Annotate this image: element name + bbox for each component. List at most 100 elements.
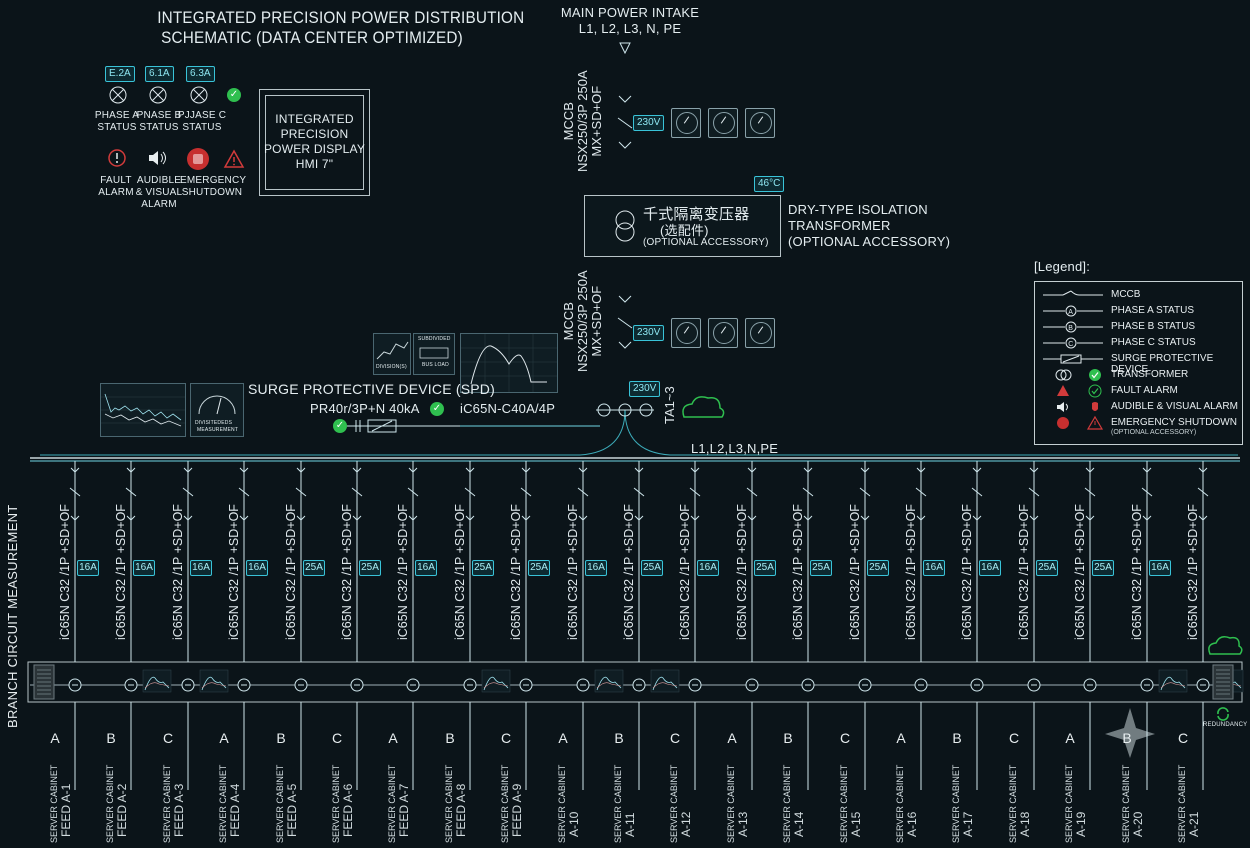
legend-phase-a-label: PHASE A STATUS [1111, 305, 1194, 316]
speaker-alarm-icon [149, 151, 166, 165]
busbar-label: L1,L2,L3,N,PE [691, 441, 779, 456]
redundancy-icon [1217, 707, 1229, 721]
phase-b-label-2: STATUS [139, 122, 179, 133]
legend-phase-a-symbol: A [1043, 305, 1103, 317]
monitor-1-label: DIVISION(S) [376, 364, 407, 370]
monitor-gauge-label-1: DIVISITEDEDS [195, 420, 233, 426]
branch-phase-label: C [1008, 730, 1020, 746]
spd-ok-check-icon: ✓ [430, 402, 444, 416]
branch-current-tag: 16A [133, 560, 155, 576]
legend-row-mccb: MCCB [1035, 288, 1242, 304]
phase-c-current-tag: 6.3A [186, 66, 215, 82]
emergency-stop-icon [187, 148, 209, 170]
emergency-label-1: EMERGENCY [180, 175, 247, 186]
monitor-trend-chart [100, 383, 186, 437]
branch-phase-label: C [500, 730, 512, 746]
branch-current-tag: 16A [923, 560, 945, 576]
legend-row-phase-a: A PHASE A STATUS [1035, 304, 1242, 320]
transformer-en-line-3: (OPTIONAL ACCESSORY) [788, 234, 951, 249]
monitor-mini-chart-2: SUBDIVIDED BUS LOAD [413, 333, 455, 375]
emergency-shutdown-label: EMERGENCY SHUTDOWN [180, 175, 247, 199]
transformer-en-label: DRY-TYPE ISOLATION TRANSFORMER (OPTIONAL… [788, 202, 950, 250]
hmi-display[interactable]: INTEGRATED PRECISION POWER DISPLAY HMI 7… [259, 89, 370, 196]
legend-row-spd: SURGE PROTECTIVE DEVICE [1035, 352, 1242, 375]
status-ok-check-icon: ✓ [227, 88, 241, 102]
branch-phase-label: A [896, 730, 906, 746]
transformer-cn-optional: (选配件) [660, 223, 709, 238]
monitor-gauge-label-2: MEASUREMENT [197, 427, 239, 433]
transformer-icon [615, 210, 635, 242]
cabinet-label-line-1: SERVER CABINET [1177, 764, 1187, 843]
legend-emergency-sub: (OPTIONAL ACCESSORY) [1111, 429, 1197, 436]
legend-fault-alarm-label: FAULT ALARM [1111, 385, 1178, 396]
spd-line-ok-check-icon: ✓ [333, 419, 347, 433]
branch-current-tag: 25A [528, 560, 550, 576]
branch-load-sparkline [142, 669, 172, 693]
legend-row-fault-alarm: FAULT ALARM [1035, 384, 1242, 400]
audible-label-2: & VISUAL [135, 187, 183, 198]
branch-load-sparkline [481, 669, 511, 693]
main-power-intake: MAIN POWER INTAKE L1, L2, L3, N, PE [560, 5, 700, 37]
phase-c-status-label: PJJASE C STATUS [176, 110, 228, 134]
branch-current-tag: 16A [585, 560, 607, 576]
monitor-gauge-panel: DIVISITEDEDS MEASUREMENT [190, 383, 244, 437]
monitor-mini-chart-1: DIVISION(S) [373, 333, 411, 375]
transformer-en-line-2: TRANSFORMER [788, 218, 891, 233]
branch-phase-label: C [669, 730, 681, 746]
legend-phase-c-symbol: C [1043, 337, 1103, 349]
branch-current-tag: 25A [641, 560, 663, 576]
legend-audible-alarm-label: AUDIBLE & VISUAL ALARM [1111, 401, 1238, 412]
branch-phase-label: A [388, 730, 398, 746]
redundancy-label: REDUNDANCY [1203, 722, 1248, 728]
phase-b-label-1: PNASE B [136, 110, 182, 121]
branch-phase-label: C [331, 730, 343, 746]
audible-label-3: ALARM [141, 199, 177, 210]
branch-phase-label: A [1065, 730, 1075, 746]
legend-phase-b-label: PHASE B STATUS [1111, 321, 1196, 332]
title-line-1: INTEGRATED PRECISION POWER DISTRIBUTION [157, 8, 525, 27]
svg-text:C: C [1068, 341, 1073, 348]
branch-current-tag: 16A [415, 560, 437, 576]
voltmeter-c-bottom-icon [745, 318, 775, 348]
legend-transformer-label: TRANSFORMER [1111, 369, 1189, 380]
branch-current-tag: 25A [303, 560, 325, 576]
transformer-optional-en: (OPTIONAL ACCESSORY) [643, 237, 769, 248]
phase-a-label-1: PHASE A [94, 110, 140, 121]
mccb-bottom-voltage-tag: 230V [633, 325, 665, 341]
server-rack-icon-left [33, 664, 55, 700]
branch-current-tag: 16A [190, 560, 212, 576]
hmi-label: INTEGRATED PRECISION POWER DISPLAY HMI 7… [260, 112, 369, 172]
branch-phase-label: C [162, 730, 174, 746]
phase-a-current-tag: E.2A [105, 66, 135, 82]
svg-text:B: B [1068, 325, 1073, 332]
monitor-2-label-2: BUS LOAD [422, 362, 449, 368]
transformer-box[interactable]: 千式隔离变压器 (选配件) (OPTIONAL ACCESSORY) [584, 195, 781, 257]
legend-phase-c-label: PHASE C STATUS [1111, 337, 1196, 348]
legend-title: [Legend]: [1034, 259, 1091, 274]
branch-current-tag: 16A [77, 560, 99, 576]
phase-c-lamp-icon [190, 86, 208, 104]
voltmeter-a-bottom-icon [671, 318, 701, 348]
branch-current-tag: 25A [472, 560, 494, 576]
legend-transformer-symbol [1055, 369, 1101, 381]
spd-breaker: iC65N-C40A/4P [460, 401, 556, 416]
legend-emergency-label: EMERGENCY SHUTDOWN [1111, 417, 1237, 428]
branch-phase-label: A [50, 730, 60, 746]
legend-fault-alarm-symbol [1057, 384, 1102, 398]
fault-alarm-label: FAULT ALARM [91, 175, 141, 199]
